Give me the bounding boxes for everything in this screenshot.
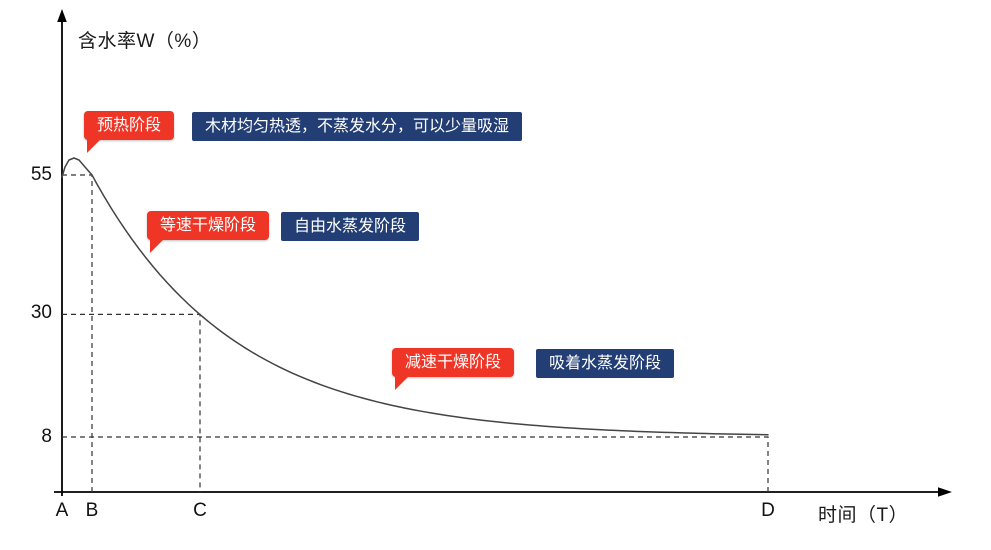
stage-callout-preheat: 预热阶段 bbox=[84, 111, 175, 153]
stage-description-falling-rate: 吸着水蒸发阶段 bbox=[536, 349, 675, 378]
stage-callout-falling-rate: 减速干燥阶段 bbox=[392, 348, 515, 390]
stage-callout-constant-rate-label: 等速干燥阶段 bbox=[160, 217, 257, 234]
x-tick-b: B bbox=[85, 500, 99, 521]
y-axis-title: 含水率W（%） bbox=[78, 31, 212, 52]
y-tick-30: 30 bbox=[30, 302, 52, 323]
stage-description-constant-rate: 自由水蒸发阶段 bbox=[281, 212, 420, 241]
y-tick-8: 8 bbox=[41, 426, 52, 447]
x-tick-a: A bbox=[55, 500, 69, 521]
x-tick-d: D bbox=[761, 500, 775, 521]
y-tick-55: 55 bbox=[30, 164, 52, 185]
x-axis-title: 时间（T） bbox=[818, 505, 909, 526]
stage-callout-falling-rate-label: 减速干燥阶段 bbox=[405, 354, 502, 371]
stage-callout-preheat-label: 预热阶段 bbox=[97, 117, 162, 134]
x-tick-c: C bbox=[193, 500, 207, 521]
stage-description-preheat: 木材均匀热透，不蒸发水分，可以少量吸湿 bbox=[192, 112, 523, 141]
stage-callout-constant-rate: 等速干燥阶段 bbox=[147, 211, 270, 253]
